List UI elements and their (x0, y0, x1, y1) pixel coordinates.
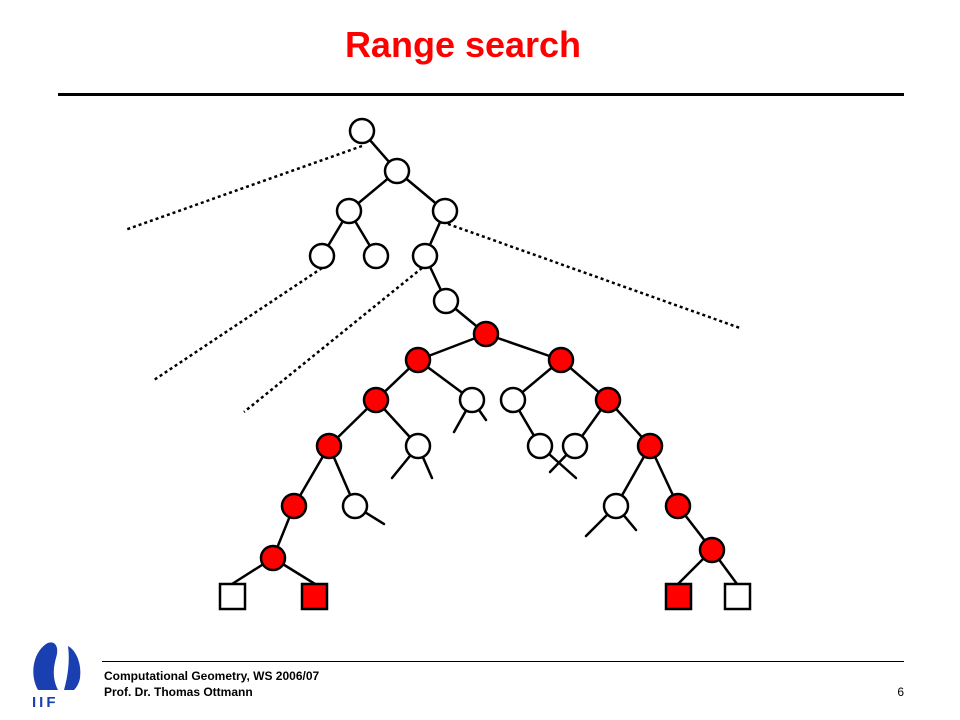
tree-node-highlighted (547, 346, 575, 374)
tree-node (404, 432, 432, 460)
tree-node (362, 242, 390, 270)
footer-author: Prof. Dr. Thomas Ottmann (104, 685, 253, 699)
footer-course: Computational Geometry, WS 2006/07 (104, 669, 320, 683)
dotted-line-left-mid (153, 266, 323, 382)
tree-leaf (723, 582, 752, 611)
tree-leaf (218, 582, 247, 611)
tree-node (308, 242, 336, 270)
tree-node-highlighted (472, 320, 500, 348)
tree-node-highlighted (636, 432, 664, 460)
tree-node (526, 432, 554, 460)
tree-node-highlighted (664, 492, 692, 520)
logo-text: IIF (32, 694, 59, 710)
dotted-line-right-outer (447, 222, 741, 330)
tree-node-highlighted (259, 544, 287, 572)
tree-node (383, 157, 411, 185)
tree-node (458, 386, 486, 414)
tree-node (335, 197, 363, 225)
tree-node-highlighted (315, 432, 343, 460)
tree-node-highlighted (698, 536, 726, 564)
tree-node (561, 432, 589, 460)
tree-node-highlighted (404, 346, 432, 374)
page-number: 6 (897, 685, 904, 699)
page-title: Range search (344, 24, 582, 65)
dotted-line-left-outer (124, 144, 363, 232)
tree-node (431, 197, 459, 225)
tree-node-highlighted (362, 386, 390, 414)
footer-divider (102, 661, 904, 662)
tree-leaf-highlighted (664, 582, 693, 611)
tree-edges (230, 129, 739, 586)
tree-node (348, 117, 376, 145)
tree-node (411, 242, 439, 270)
tree-node (432, 287, 460, 315)
tree-node-highlighted (280, 492, 308, 520)
tree-leaf-highlighted (300, 582, 329, 611)
tree-node (499, 386, 527, 414)
dotted-line-left-inner (243, 267, 423, 413)
tree-node (341, 492, 369, 520)
iif-logo-icon: IIF (32, 642, 81, 710)
title-divider (58, 93, 904, 96)
tree-node (602, 492, 630, 520)
tree-node-highlighted (594, 386, 622, 414)
